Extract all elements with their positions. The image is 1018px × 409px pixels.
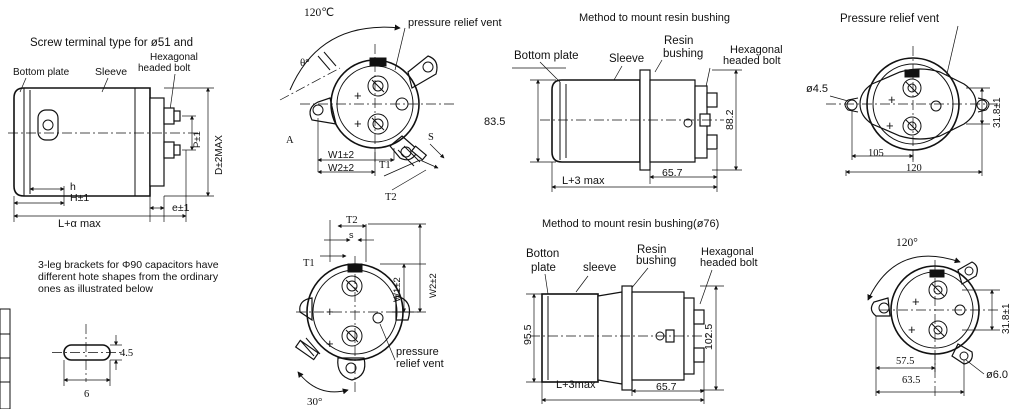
mid-w1-dimension: W1±2 (392, 277, 403, 302)
h-dimension: h (70, 181, 76, 193)
dim-57-5: 57.5 (896, 356, 914, 367)
d-dimension: D±2MAX (214, 135, 225, 175)
bracket-note-line3: ones as illustrated below (38, 283, 153, 295)
resin-headed-bolt-label: headed bolt (723, 55, 781, 67)
svg-text:+: + (888, 92, 896, 107)
hex2-label: Hexagonal (701, 246, 754, 258)
s-label: S (428, 132, 434, 143)
hexagonal-label: Hexagonal (150, 52, 198, 63)
resin-bottom-plate-label: Bottom plate (514, 50, 579, 62)
bottom-right-front-view: 120° + + 31.8±1 57.5 63.5 ø6.0 (867, 237, 1012, 396)
svg-text:+: + (912, 294, 920, 309)
svg-text:+: + (326, 336, 334, 351)
angle-120o-label: 120° (896, 237, 918, 249)
slot-length-label: 6 (84, 389, 89, 400)
svg-text:+: + (886, 118, 894, 133)
resin-method-title: Method to mount resin bushing (579, 12, 730, 24)
bracket-note-line2: different hote shapes from the ordinary (38, 271, 219, 283)
sleeve-label: Sleeve (95, 66, 127, 78)
slot-width-label: 4.5 (120, 348, 133, 359)
resin-label: Resin (664, 35, 693, 47)
angle-30-label: 30° (307, 396, 322, 408)
bracket-note-line1: 3-leg brackets for Φ90 capacitors have (38, 259, 219, 271)
dim-31-8: 31.8±1 (992, 97, 1003, 128)
bottom-front-view: T2 s T1 + + W1±2 W2±2 pressure relief ve… (294, 215, 444, 408)
phi-6-0-label: ø6.0 (986, 369, 1008, 381)
dim-83-5: 83.5 (484, 116, 505, 128)
sleeve-lc-label: sleeve (583, 262, 616, 274)
mid-t2-label: T2 (346, 215, 358, 226)
t2-label: T2 (385, 192, 397, 203)
l-dimension: L+α max (58, 218, 101, 230)
dim-l3-max: L+3 max (562, 175, 605, 187)
screw-terminal-side-view: Screw terminal type for ø51 and Bottom p… (8, 37, 225, 230)
resin-sleeve-label: Sleeve (609, 53, 644, 65)
angle-120c-label: 120℃ (304, 7, 334, 19)
dim-102-5: 102.5 (703, 324, 715, 350)
dim-31-8b: 31.8±1 (1001, 303, 1012, 334)
relief-vent-label: relief vent (396, 358, 444, 370)
bracket-slot-detail: 3-leg brackets for Φ90 capacitors have d… (0, 259, 219, 409)
resin-bushing-side-view: Method to mount resin bushing Bottom pla… (484, 12, 783, 192)
top-front-view: 120℃ pressure relief vent θ° + + A W1±2 … (279, 7, 502, 203)
bottom-plate-label: Bottom plate (13, 67, 70, 78)
t1-label: T1 (379, 160, 391, 171)
dim-105: 105 (868, 148, 884, 159)
svg-text:+: + (354, 88, 362, 103)
svg-text:+: + (908, 322, 916, 337)
mid-t1-label: T1 (303, 258, 315, 269)
botton-label: Botton (526, 248, 559, 260)
dim-120: 120 (906, 163, 922, 174)
dim-88-2: 88.2 (724, 109, 736, 130)
phi-4-5-label: ø4.5 (806, 83, 828, 95)
resin-hexagonal-label: Hexagonal (730, 44, 783, 56)
theta-label: θ° (300, 57, 310, 69)
dim-95-5: 95.5 (522, 324, 534, 345)
screw-terminal-title: Screw terminal type for ø51 and (30, 37, 193, 49)
top-right-front-view: Pressure relief vent + + ø4.5 31.8±1 105… (806, 13, 1003, 176)
resin-bushing-76-side-view: Method to mount resin bushing(ø76) Botto… (522, 218, 758, 404)
pressure-relief-vent-label: pressure relief vent (408, 17, 502, 29)
svg-text:+: + (354, 116, 362, 131)
e-dimension: e±1 (172, 202, 190, 214)
H-dimension: H±1 (70, 192, 89, 204)
pressure-relief-vent-title: Pressure relief vent (840, 13, 940, 25)
dim-65-7b: 65.7 (656, 381, 677, 393)
pressure-label: pressure (396, 346, 439, 358)
w1-dimension: W1±2 (328, 150, 354, 161)
point-a-label: A (286, 135, 294, 146)
dim-l3max: L+3max (556, 379, 596, 391)
resin2-label: Resin (637, 244, 666, 256)
dim-65-7: 65.7 (662, 167, 683, 179)
bushing-label: bushing (663, 48, 703, 60)
p-dimension: P±1 (192, 131, 203, 148)
headed-bolt-label: headed bolt (138, 63, 190, 74)
dim-63-5: 63.5 (902, 375, 920, 386)
mid-s-label: s (349, 230, 354, 240)
headed-bolt2-label: headed bolt (700, 257, 758, 269)
resin-method-76-title: Method to mount resin bushing(ø76) (542, 218, 719, 230)
bushing2-label: bushing (636, 255, 676, 267)
plate-label: plate (531, 262, 556, 274)
w2-dimension: W2±2 (328, 163, 354, 174)
svg-text:+: + (326, 304, 334, 319)
mid-w2-dimension: W2±2 (428, 273, 439, 298)
